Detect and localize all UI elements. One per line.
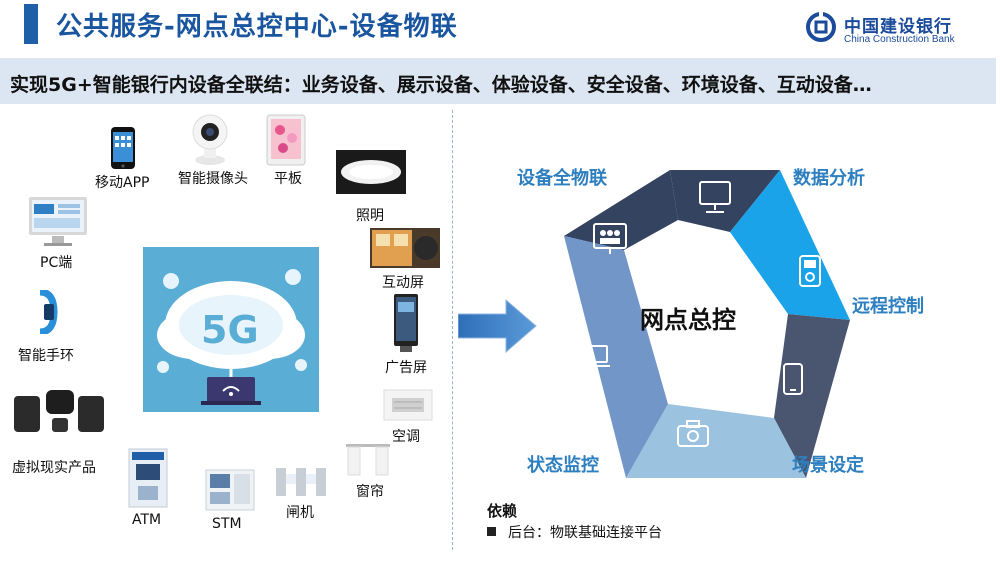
device-wristband: 智能手环 bbox=[18, 345, 74, 365]
device-label: 智能手环 bbox=[18, 345, 74, 365]
tablet-icon bbox=[266, 114, 306, 166]
mobile-phone-icon bbox=[110, 126, 136, 170]
device-ac: 空调 bbox=[392, 426, 420, 446]
hex-label-data-analysis: 数据分析 bbox=[793, 164, 865, 190]
device-interactive-screen: 互动屏 bbox=[382, 272, 424, 292]
device-label: 平板 bbox=[274, 168, 302, 188]
device-label: 闸机 bbox=[286, 502, 314, 522]
device-pc: PC端 bbox=[40, 252, 72, 272]
svg-text:5G: 5G bbox=[201, 308, 259, 352]
device-label: 移动APP bbox=[95, 172, 149, 192]
ccb-logo: 中国建设银行 China Construction Bank bbox=[806, 10, 996, 50]
device-lighting: 照明 bbox=[356, 205, 384, 225]
device-label: 照明 bbox=[356, 205, 384, 225]
stm-icon bbox=[204, 468, 256, 512]
banner-text: 实现5G+智能银行内设备全联结：业务设备、展示设备、体验设备、安全设备、环境设备… bbox=[10, 70, 872, 97]
device-curtain: 窗帘 bbox=[356, 481, 384, 501]
device-ad-screen: 广告屏 bbox=[385, 357, 427, 377]
section-divider bbox=[452, 110, 453, 550]
flow-arrow-icon bbox=[458, 298, 538, 354]
cloud-network-icon: 5G bbox=[143, 247, 319, 412]
hex-label-device-iot: 设备全物联 bbox=[517, 164, 607, 190]
hex-label-remote-control: 远程控制 bbox=[852, 292, 924, 318]
device-mobile-app: 移动APP bbox=[95, 172, 149, 192]
interactive-screen-icon bbox=[370, 228, 440, 268]
ad-screen-icon bbox=[388, 294, 424, 354]
device-label: 窗帘 bbox=[356, 481, 384, 501]
device-camera: 智能摄像头 bbox=[178, 168, 248, 188]
ccb-logo-icon bbox=[806, 12, 836, 42]
device-label: 广告屏 bbox=[385, 357, 427, 377]
atm-icon bbox=[128, 448, 168, 508]
air-conditioner-icon bbox=[382, 384, 434, 424]
camera-icon bbox=[190, 110, 230, 166]
dependency-title: 依赖 bbox=[487, 500, 517, 521]
device-label: 虚拟现实产品 bbox=[12, 457, 96, 477]
device-label: PC端 bbox=[40, 252, 72, 272]
hex-label-scene-setting: 场景设定 bbox=[792, 451, 864, 477]
wristband-icon bbox=[32, 290, 62, 334]
logo-english-name: China Construction Bank bbox=[844, 34, 955, 45]
bullet-square-icon bbox=[487, 527, 496, 536]
device-label: 互动屏 bbox=[382, 272, 424, 292]
curtain-icon bbox=[344, 440, 392, 476]
device-gate: 闸机 bbox=[286, 502, 314, 522]
device-label: 智能摄像头 bbox=[178, 168, 248, 188]
dependency-item: 后台：物联基础连接平台 bbox=[487, 522, 662, 542]
subtitle-banner: 实现5G+智能银行内设备全联结：业务设备、展示设备、体验设备、安全设备、环境设备… bbox=[0, 58, 996, 104]
device-tablet: 平板 bbox=[274, 168, 302, 188]
device-label: 空调 bbox=[392, 426, 420, 446]
hex-label-status-monitor: 状态监控 bbox=[527, 451, 599, 477]
hexagon-center-title: 网点总控 bbox=[640, 300, 736, 335]
device-label: STM bbox=[212, 516, 242, 532]
device-vr: 虚拟现实产品 bbox=[12, 457, 96, 477]
device-atm: ATM bbox=[132, 512, 161, 528]
desktop-pc-icon bbox=[28, 196, 88, 248]
ceiling-light-icon bbox=[336, 150, 406, 194]
page-title: 公共服务-网点总控中心-设备物联 bbox=[56, 6, 458, 43]
device-label: ATM bbox=[132, 512, 161, 528]
iot-cloud-illustration: 5G bbox=[143, 247, 319, 412]
vr-headset-icon bbox=[10, 388, 110, 438]
device-stm: STM bbox=[212, 516, 242, 532]
turnstile-gate-icon bbox=[274, 460, 330, 498]
dependency-item-text: 后台：物联基础连接平台 bbox=[508, 525, 662, 541]
title-accent-bar bbox=[24, 4, 38, 44]
